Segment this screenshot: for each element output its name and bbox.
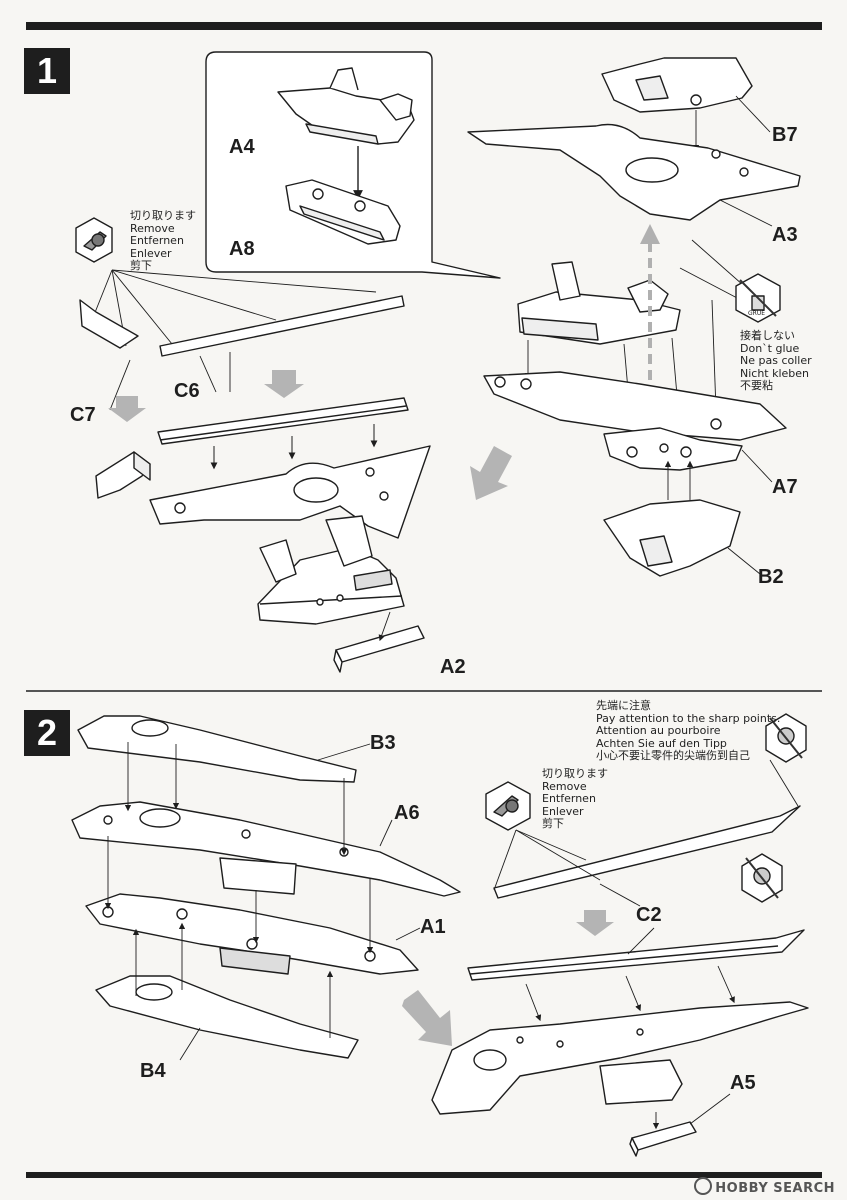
top-rule: [26, 22, 822, 30]
label-a6: A6: [394, 802, 420, 824]
watermark: HOBBY SEARCH: [694, 1177, 835, 1196]
label-b3: B3: [370, 732, 396, 754]
part-b4: [95, 975, 359, 1059]
part-c2: [467, 929, 805, 981]
part-c6: [157, 397, 409, 445]
label-a3: A3: [772, 224, 798, 246]
label-a5: A5: [730, 1072, 756, 1094]
step-2-number: 2: [24, 710, 70, 756]
label-a1: A1: [420, 916, 446, 938]
label-c2: C2: [636, 904, 662, 926]
part-a7: [483, 371, 787, 441]
sharp-point-note: 先端に注意 Pay attention to the sharp points.…: [596, 699, 781, 762]
detail-callout-box: [205, 51, 501, 279]
watermark-logo-icon: [694, 1177, 713, 1195]
label-a7: A7: [772, 476, 798, 498]
label-c7: C7: [70, 404, 96, 426]
part-c6-sprue: [79, 295, 405, 357]
part-b2: [603, 499, 741, 577]
no-glue-icon: [735, 273, 781, 323]
bottom-rule: [26, 1172, 822, 1178]
label-b2: B2: [758, 566, 784, 588]
part-body-assembled: [257, 515, 405, 625]
label-b7: B7: [772, 124, 798, 146]
nipper-icon: [75, 217, 113, 263]
sharp-point-warning-icon: [765, 713, 807, 763]
part-a3: [467, 123, 801, 221]
label-a4: A4: [229, 136, 255, 158]
part-a4: [277, 67, 415, 145]
step-divider: [26, 690, 822, 692]
nipper-icon-step2: [485, 781, 531, 831]
label-a8: A8: [229, 238, 255, 260]
label-b4: B4: [140, 1060, 166, 1082]
part-b3: [77, 715, 357, 783]
part-a1: [85, 893, 419, 975]
part-a5: [629, 1121, 697, 1157]
step-1-number: 1: [24, 48, 70, 94]
part-a2: [333, 625, 425, 673]
part-a3-assembled: [149, 445, 431, 539]
part-c2-sprue: [493, 805, 801, 899]
no-glue-icon-text: GRUE: [748, 310, 766, 317]
sharp-point-warning-icon-2: [741, 853, 783, 903]
part-b7: [601, 57, 753, 113]
label-a2: A2: [440, 656, 466, 678]
remove-note-step1: 切り取ります Remove Entfernen Enlever 剪下: [130, 209, 196, 272]
part-c7: [95, 451, 151, 499]
remove-note-step2: 切り取ります Remove Entfernen Enlever 剪下: [542, 767, 608, 830]
part-a4-a8-assembled: [517, 261, 681, 345]
part-a8: [285, 179, 401, 245]
label-c6: C6: [174, 380, 200, 402]
part-a7-lower: [603, 427, 743, 471]
part-arm-assembled: [431, 1001, 809, 1115]
flow-arrow-icon: [108, 370, 512, 500]
no-glue-note: 接着しない Don`t glue Ne pas coller Nicht kle…: [740, 329, 812, 392]
